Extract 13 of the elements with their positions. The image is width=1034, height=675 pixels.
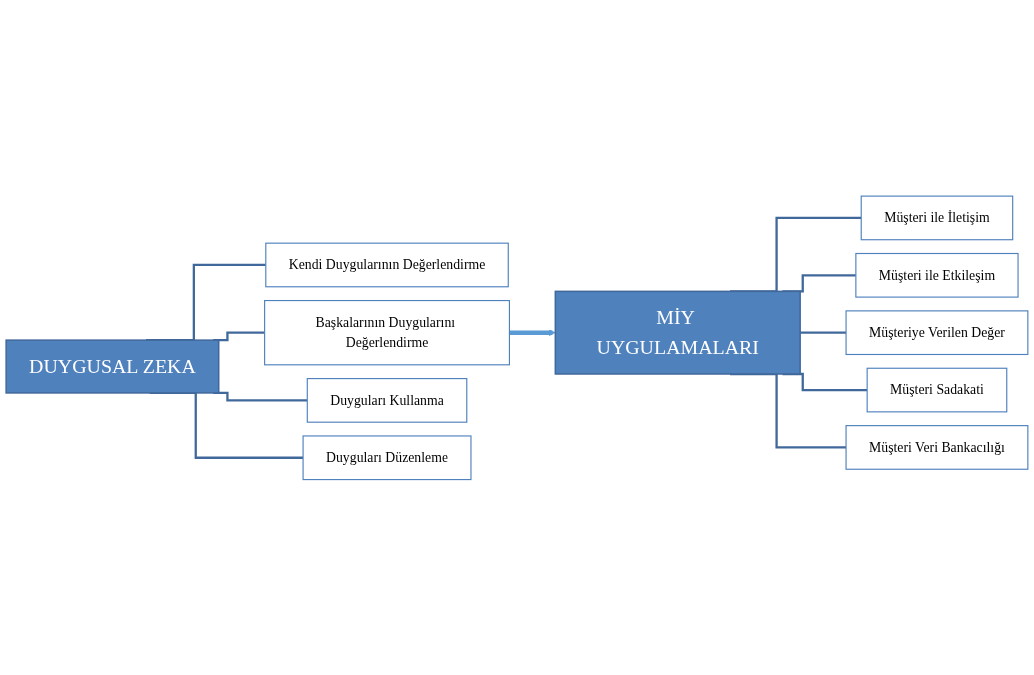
connector bbox=[800, 331, 847, 334]
node-box: Kendi Duygularının Değerlendirme bbox=[265, 242, 509, 287]
node-box: Müşteriye Verilen Değer bbox=[845, 309, 1029, 355]
node-box: DUYGUSAL ZEKA bbox=[5, 339, 220, 394]
node-box: Duyguları Kullanma bbox=[306, 377, 468, 423]
node-box: Müşteri ile İletişim bbox=[860, 195, 1014, 240]
node-box: Müşteri Veri Bankacılığı bbox=[845, 424, 1029, 470]
arrow bbox=[509, 328, 556, 336]
node-box: Başkalarının Duygularını Değerlendirme bbox=[264, 299, 510, 366]
node-box: Müşteri ile Etkileşim bbox=[855, 252, 1019, 298]
node-box: Duyguları Düzenleme bbox=[302, 435, 472, 480]
node-box: Müşteri Sadakati bbox=[866, 367, 1008, 413]
node-box: MİY UYGULAMALARI bbox=[554, 290, 801, 375]
